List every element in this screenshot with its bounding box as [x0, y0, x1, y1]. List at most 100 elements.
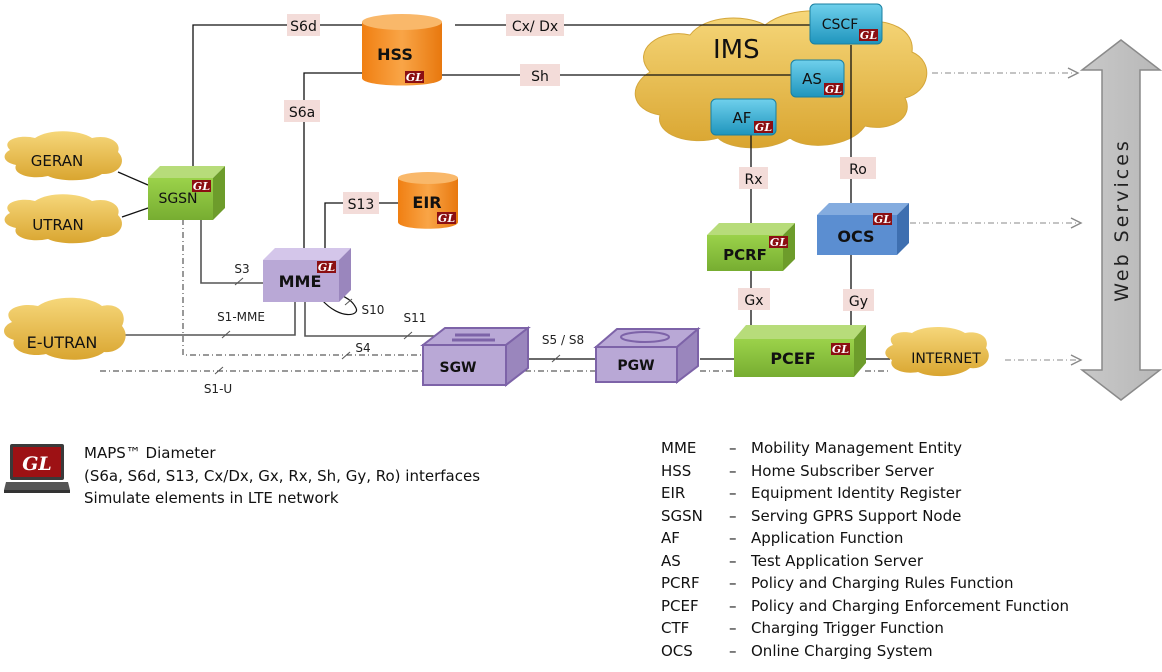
mme-label: MME: [279, 272, 322, 291]
legend-abbr: AF: [661, 529, 680, 547]
legend-abbr: AS: [661, 551, 681, 570]
legend-separator: –: [729, 619, 737, 637]
sh-label: Sh: [531, 69, 549, 85]
cscf-node[interactable]: CSCF GL: [809, 3, 883, 45]
ims-cloud: IMS: [634, 10, 928, 149]
legend-row: PCEF–Policy and Charging Enforcement Fun…: [661, 595, 1069, 618]
hss-label: HSS: [377, 45, 413, 64]
gl-badge-icon: [317, 261, 336, 273]
pgw-node[interactable]: PGW: [593, 326, 701, 385]
mme-node[interactable]: MME GL: [263, 248, 351, 302]
svg-text:GL: GL: [318, 261, 335, 274]
gl-badge-icon: [437, 212, 456, 224]
internet-cloud: INTERNET: [885, 326, 989, 377]
sgw-label: SGW: [439, 360, 476, 376]
ocs-node[interactable]: OCS GL: [817, 203, 909, 255]
s1u-label: S1-U: [204, 382, 232, 396]
legend-abbr: PCEF: [661, 596, 699, 615]
gl-badge-icon: [754, 121, 773, 133]
s13-label: S13: [348, 197, 375, 213]
s3-link: [200, 219, 263, 284]
svg-text:GL: GL: [755, 121, 772, 134]
gl-badge-icon: [405, 71, 424, 83]
sgsn-node[interactable]: SGSN GL: [148, 166, 225, 220]
legend-abbr: PCRF: [661, 574, 700, 592]
svg-text:GL: GL: [193, 180, 210, 193]
s11-label: S11: [404, 311, 427, 325]
svg-text:GL: GL: [770, 236, 787, 249]
legend-row: HSS–Home Subscriber Server: [661, 460, 1069, 483]
legend-separator: –: [729, 551, 737, 570]
svg-text:GL: GL: [406, 71, 423, 84]
af-label: AF: [733, 109, 752, 127]
legend-separator: –: [729, 439, 737, 457]
product-info: GL MAPS™ Diameter (S6a, S6d, S13, Cx/Dx,…: [4, 442, 504, 512]
as-node[interactable]: AS GL: [790, 59, 845, 98]
as-label: AS: [802, 70, 822, 88]
legend-abbr: SGSN: [661, 506, 703, 525]
legend-row: SGSN–Serving GPRS Support Node: [661, 505, 1069, 528]
legend-description: Test Application Server: [751, 551, 924, 570]
s4-label: S4: [355, 341, 370, 355]
hss-node[interactable]: HSS GL: [362, 14, 442, 86]
gl-badge-icon: [859, 29, 878, 41]
legend-description: Charging Trigger Function: [751, 619, 944, 637]
geran-label: GERAN: [31, 152, 83, 170]
s10-label: S10: [362, 303, 385, 317]
cscf-label: CSCF: [822, 17, 859, 33]
pcef-node[interactable]: PCEF GL: [734, 325, 866, 377]
geran-cloud: GERAN: [4, 131, 123, 181]
eutran-label: E-UTRAN: [27, 333, 98, 352]
legend-separator: –: [729, 484, 737, 502]
cxdx-label: Cx/ Dx: [512, 19, 558, 35]
pcrf-node[interactable]: PCRF GL: [707, 223, 795, 271]
web-services-arrow: Web Services: [1079, 39, 1162, 401]
gl-laptop-icon: GL: [4, 444, 70, 493]
gl-badge-icon: [192, 180, 211, 192]
svg-text:GL: GL: [438, 212, 455, 225]
legend-description: Equipment Identity Register: [751, 484, 962, 502]
connection-lines: [117, 24, 890, 360]
svg-text:GL: GL: [825, 83, 842, 96]
legend-abbr: OCS: [661, 641, 693, 660]
legend-row: AF –Application Function: [661, 527, 1069, 550]
internet-label: INTERNET: [911, 351, 981, 367]
eir-node[interactable]: EIR GL: [398, 172, 458, 229]
af-node[interactable]: AF GL: [710, 98, 777, 136]
legend-description: Mobility Management Entity: [751, 439, 963, 457]
switch-arrows-icon: [452, 333, 495, 342]
legend-separator: –: [729, 529, 737, 547]
legend-abbr: MME: [661, 439, 697, 457]
legend-description: Online Charging System: [751, 641, 933, 660]
ro-label: Ro: [849, 162, 867, 178]
s6a-label: S6a: [289, 105, 315, 121]
s10-loop: [321, 295, 358, 316]
legend-row: CTF–Charging Trigger Function: [661, 617, 1069, 640]
web-services-label: Web Services: [1111, 138, 1133, 302]
s1mme-label: S1-MME: [217, 310, 265, 324]
tick-marks: [214, 277, 561, 375]
interface-labels-plain: S3 S10 S1-MME S11 S4 S1-U S5 / S8: [204, 262, 584, 396]
legend-row: AS –Test Application Server: [661, 550, 1069, 573]
utran-sgsn-link: [121, 207, 149, 218]
s6d-link: [192, 24, 368, 168]
eutran-cloud: E-UTRAN: [4, 297, 126, 360]
dashdot-lines: [100, 219, 890, 372]
gl-badge-icon: [831, 343, 850, 355]
ims-label: IMS: [713, 35, 760, 65]
ocs-label: OCS: [837, 227, 874, 246]
product-description: Simulate elements in LTE network: [84, 489, 339, 507]
legend-row: EIR–Equipment Identity Register: [661, 482, 1069, 505]
pcef-label: PCEF: [770, 349, 815, 368]
legend-row: PCRF–Policy and Charging Rules Function: [661, 572, 1069, 595]
utran-label: UTRAN: [32, 216, 83, 234]
eir-label: EIR: [412, 193, 441, 212]
router-cycle-icon: [620, 331, 670, 343]
product-interfaces: (S6a, S6d, S13, Cx/Dx, Gx, Rx, Sh, Gy, R…: [84, 466, 481, 485]
legend-row: OCS–Online Charging System: [661, 640, 1069, 663]
svg-text:GL: GL: [874, 213, 891, 226]
sgw-node[interactable]: SGW: [420, 325, 531, 388]
legend-description: Home Subscriber Server: [751, 461, 934, 480]
pgw-label: PGW: [617, 358, 654, 374]
legend-description: Application Function: [751, 529, 904, 547]
